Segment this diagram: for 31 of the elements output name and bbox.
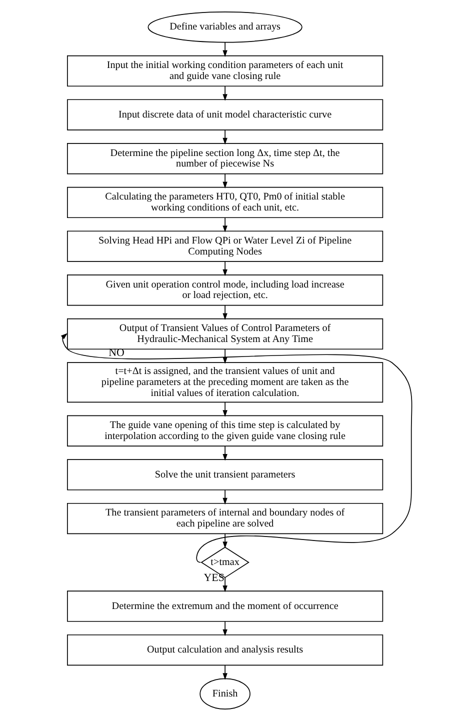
node-box: Calculating the parameters HT0, QT0, Pm0 of initial stable working conditions of each unit, etc. <box>66 186 383 218</box>
node-ellipse: Finish <box>199 678 250 710</box>
node-box: Output calculation and analysis results <box>66 634 383 666</box>
arrow <box>222 305 227 320</box>
node-box: Solve the unit transient parameters <box>66 459 383 490</box>
arrow <box>222 533 227 548</box>
arrow <box>222 446 227 461</box>
arrow <box>222 577 227 592</box>
node-box: The guide vane opening of this time step is calculated by interpolation according to the given guide vane closing rule <box>66 415 383 446</box>
node-box: Determine the pipeline section long Δx, time step Δt, the number of piecewise Ns <box>66 143 383 174</box>
node-box: Input discrete data of unit model characteristic curve <box>66 99 383 130</box>
node-ellipse: Define variables and arrays <box>147 12 302 43</box>
arrow <box>222 664 227 680</box>
arrow <box>222 402 227 417</box>
arrow <box>222 86 227 101</box>
arrow <box>222 42 227 57</box>
arrow <box>60 333 412 563</box>
arrow <box>222 348 227 364</box>
node-box: The transient parameters of internal and boundary nodes of each pipeline are solved <box>66 502 383 534</box>
arrow <box>222 490 227 505</box>
arrow <box>222 174 227 188</box>
node-box: Given unit operation control mode, including load increase or load rejection, etc. <box>66 274 383 306</box>
arrow <box>222 217 227 232</box>
node-box: Output of Transient Values of Control Parameters of Hydraulic-Mechanical System at Any Time <box>66 318 383 350</box>
node-box: Input the initial working condition parameters of each unit and guide vane closing rule <box>66 55 383 87</box>
node-box: Determine the extremum and the moment of occurrence <box>66 590 383 622</box>
node-box: t=t+Δt is assigned, and the transient values of unit and pipeline parameters at the preceding moment are taken as the initial values of iteration calculation. <box>66 362 383 403</box>
node-box: Solving Head HPi and Flow QPi or Water Level Zi of Pipeline Computing Nodes <box>66 230 383 262</box>
arrow <box>222 621 227 636</box>
arrow <box>222 130 227 145</box>
arrow <box>222 261 227 276</box>
